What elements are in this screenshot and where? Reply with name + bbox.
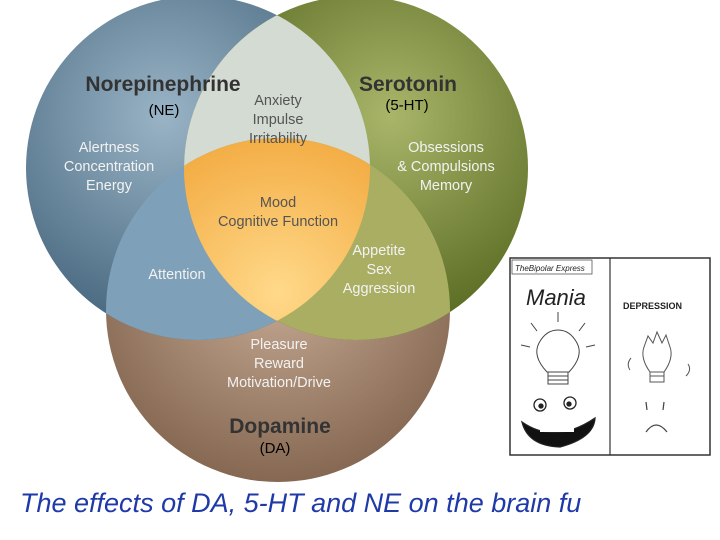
label-reward: Reward xyxy=(254,356,304,372)
label-memory: Memory xyxy=(420,178,473,194)
comic-mania-label: Mania xyxy=(526,285,586,310)
label-cognitive-function: Cognitive Function xyxy=(218,214,338,230)
label-impulse: Impulse xyxy=(253,112,304,128)
label-motivation-drive: Motivation/Drive xyxy=(227,375,331,391)
bipolar-express-comic: TheBipolar Express Mania DEPRESSION xyxy=(509,257,711,456)
comic-title-box xyxy=(511,259,593,275)
label-alertness: Alertness xyxy=(79,140,139,156)
dopamine-title: Dopamine xyxy=(229,415,331,438)
comic-depression-label: DEPRESSION xyxy=(623,301,682,311)
label-sex: Sex xyxy=(367,262,393,278)
mania-face-icon xyxy=(520,396,596,448)
label-attention: Attention xyxy=(148,267,205,283)
comic-title: TheBipolar Express xyxy=(515,264,585,273)
label-appetite: Appetite xyxy=(352,243,405,259)
ht-abbr: (5-HT) xyxy=(385,97,428,114)
norepinephrine-title: Norepinephrine xyxy=(85,73,240,96)
mania-bulb-icon xyxy=(520,312,596,385)
depression-bulb-icon xyxy=(627,330,691,383)
label-mood: Mood xyxy=(260,195,296,211)
label-concentration: Concentration xyxy=(64,159,154,175)
label-energy: Energy xyxy=(86,178,133,194)
depression-face-icon xyxy=(645,401,668,433)
label-pleasure: Pleasure xyxy=(250,337,307,353)
label-obsessions: Obsessions xyxy=(408,140,484,156)
label-compulsions: & Compulsions xyxy=(397,159,495,175)
slide-caption: The effects of DA, 5-HT and NE on the br… xyxy=(20,488,582,518)
label-anxiety: Anxiety xyxy=(254,93,302,109)
serotonin-title: Serotonin xyxy=(359,73,457,96)
label-irritability: Irritability xyxy=(249,131,308,147)
label-aggression: Aggression xyxy=(343,281,416,297)
ne-abbr: (NE) xyxy=(149,102,180,119)
da-abbr: (DA) xyxy=(260,440,291,457)
